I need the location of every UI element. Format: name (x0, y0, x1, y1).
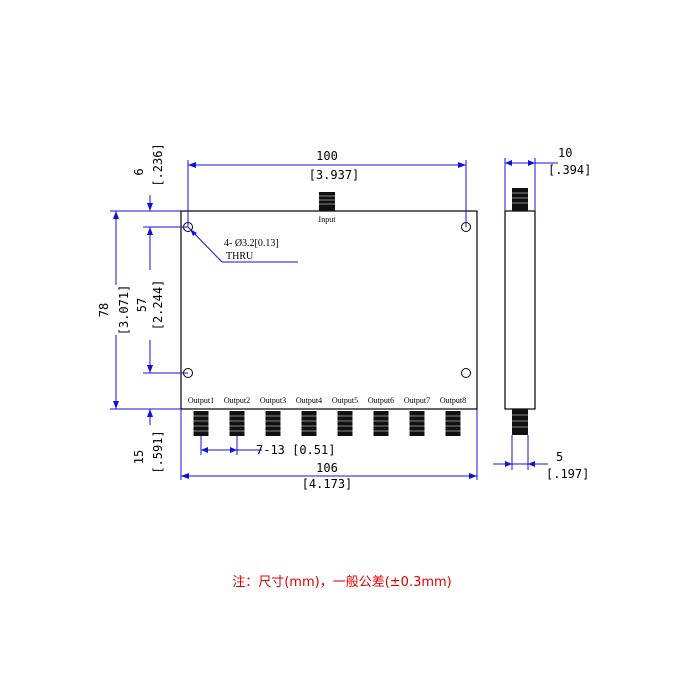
input-connector (319, 192, 335, 211)
output-connector (193, 411, 209, 436)
dim-57-inch: [2.244] (151, 280, 165, 331)
dim-100-lines (187, 160, 467, 227)
dim-15-text: 15 (132, 450, 146, 464)
side-input-connector (512, 188, 528, 211)
dim-106-text: 106 (316, 461, 338, 475)
dim-78-text: 78 (97, 303, 111, 317)
dim-57-text: 57 (135, 298, 149, 312)
output-label: Output3 (260, 396, 286, 405)
pitch-lines (200, 436, 262, 455)
dim-5-inch: [.197] (546, 467, 589, 481)
hole-thru: THRU (226, 251, 254, 262)
dim-57-lines (143, 226, 188, 374)
hole-leader (187, 226, 298, 263)
dim-78-inch: [3.071] (117, 285, 131, 336)
dim-100-inch: [3.937] (309, 168, 360, 182)
output-connector (337, 411, 353, 436)
dim-6-lines (147, 195, 153, 211)
output-connector (373, 411, 389, 436)
dim-10-inch: [.394] (548, 163, 591, 177)
output-label: Output7 (404, 396, 430, 405)
output-label: Output1 (188, 396, 214, 405)
hole-callout: 4- Ø3.2[0.13] (224, 238, 279, 249)
output-label: Output2 (224, 396, 250, 405)
output-label: Output8 (440, 396, 466, 405)
output-connector (301, 411, 317, 436)
output-label: Output5 (332, 396, 358, 405)
dim-106-inch: [4.173] (302, 477, 353, 491)
dim-10-lines (504, 158, 558, 211)
dim-5-text: 5 (556, 450, 563, 464)
output-ports: Output1 Output2 Output3 Output4 Output5 Outpu… (188, 396, 466, 436)
output-label: Output4 (296, 396, 322, 405)
pitch-text: 7-13 [0.51] (256, 443, 335, 457)
mounting-hole (461, 368, 471, 378)
output-label: Output6 (368, 396, 394, 405)
dim-100-text: 100 (316, 149, 338, 163)
dim-15-lines (147, 408, 181, 425)
dim-6-inch: [.236] (151, 143, 165, 186)
tolerance-note: 注：尺寸(mm)，一般公差(±0.3mm) (232, 574, 452, 590)
dim-106-lines (180, 409, 478, 480)
output-connector (445, 411, 461, 436)
dim-15-inch: [.591] (151, 430, 165, 473)
output-connector (265, 411, 281, 436)
input-label: Input (319, 215, 337, 224)
output-connector (409, 411, 425, 436)
side-output-connector (512, 409, 528, 435)
housing-outline (180, 210, 478, 410)
dim-10-text: 10 (558, 146, 572, 160)
output-connector (229, 411, 245, 436)
dim-6-text: 6 (132, 168, 146, 175)
side-view-outline (504, 210, 536, 410)
dim-5-lines (493, 435, 548, 470)
dim-78-lines (110, 210, 181, 410)
